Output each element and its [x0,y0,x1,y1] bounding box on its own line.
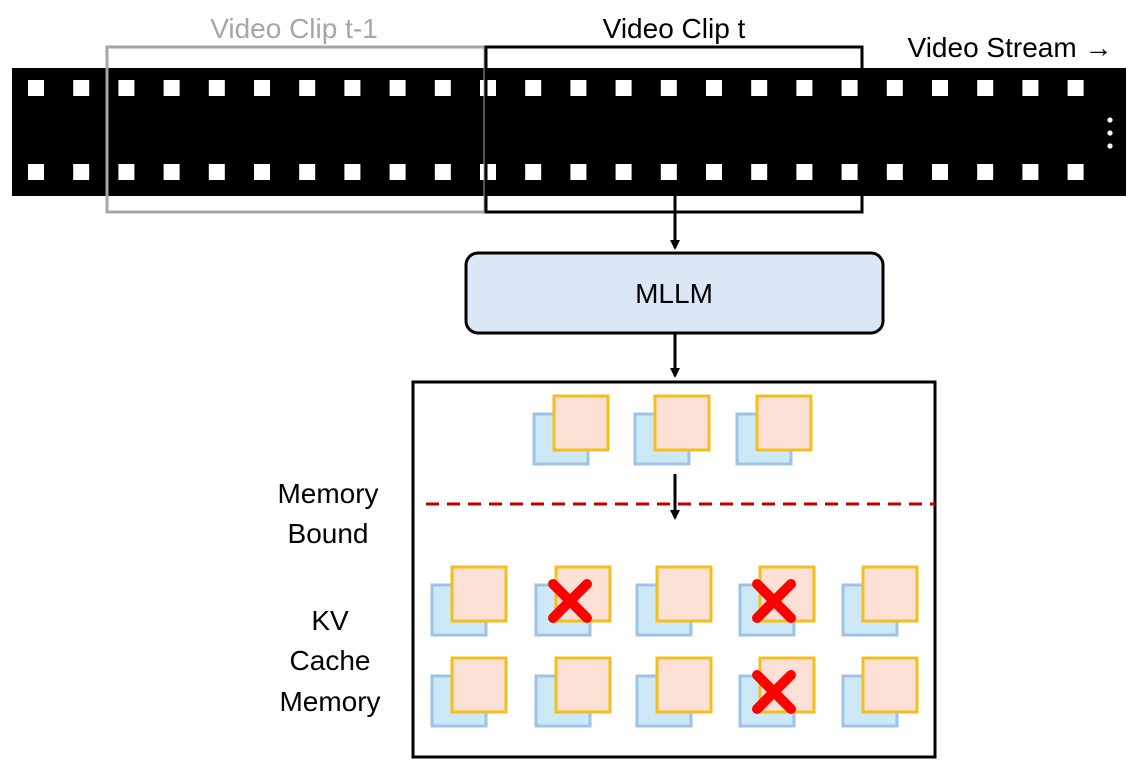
perforation-hole [570,80,587,96]
kv-token [430,656,508,728]
kv-token [430,565,508,637]
kv-token [534,656,612,728]
perforation-hole [977,80,994,96]
perforation-hole [570,164,587,180]
video-stream-label: Video Stream → [908,32,1113,63]
perforation-hole [118,164,135,180]
value-square [755,394,813,452]
mllm-label: MLLM [635,278,713,309]
kv-token [841,565,919,637]
perforation-hole [525,164,542,180]
eviction-x-icon [752,579,796,623]
kv-cache-memory-label-line2: Cache [290,645,371,676]
previous-clip-label: Video Clip t-1 [210,13,378,44]
eviction-x-icon [752,670,796,714]
perforation-hole [299,164,316,180]
value-square [655,565,713,623]
evicted-kv-token [738,656,816,728]
value-square [450,565,508,623]
value-square [655,656,713,714]
film-perforations-top [28,80,1084,96]
kv-token [735,394,813,466]
kv-token [633,394,711,466]
perforation-hole [615,80,632,96]
perforation-hole [118,80,135,96]
kv-cache-memory-box [411,380,937,759]
perforation-hole [706,164,722,180]
perforation-hole [706,80,722,96]
new-kv-tokens [532,394,813,466]
perforation-hole [28,164,44,180]
value-square [861,565,919,623]
perforation-hole [977,164,994,180]
perforation-hole [480,164,496,180]
perforation-hole [208,80,225,96]
eviction-x-icon [548,579,592,623]
current-clip-label: Video Clip t [603,13,746,44]
value-square [653,394,711,452]
perforation-hole [660,80,677,96]
perforation-hole [73,164,90,180]
perforation-hole [299,80,316,96]
evicted-kv-token [738,565,816,637]
value-square [552,394,610,452]
perforation-hole [28,80,44,96]
kv-token [635,656,713,728]
perforation-hole [660,164,677,180]
kv-token [532,394,610,466]
evicted-kv-token [534,565,612,637]
perforation-hole [254,164,270,180]
perforation-hole [796,80,813,96]
perforation-hole [434,80,451,96]
perforation-hole [841,164,858,180]
perforation-hole [344,80,361,96]
memory-bound-label-line1: Memory [277,478,378,509]
cached-kv-tokens [430,565,919,728]
value-square [861,656,919,714]
perforation-hole [344,164,361,180]
perforation-hole [254,80,270,96]
perforation-hole [751,80,768,96]
perforation-hole [1022,164,1039,180]
memory-bound-label-line2: Bound [288,518,369,549]
kv-token [635,565,713,637]
perforation-hole [886,80,903,96]
kv-token [841,656,919,728]
perforation-hole [163,164,180,180]
perforation-hole [886,164,903,180]
perforation-hole [208,164,225,180]
perforation-hole [163,80,180,96]
perforation-hole [73,80,90,96]
perforation-hole [932,80,948,96]
value-square [450,656,508,714]
perforation-hole [751,164,768,180]
value-square [554,656,612,714]
perforation-hole [1067,80,1084,96]
perforation-hole [389,164,406,180]
perforation-hole [1067,164,1084,180]
kv-cache-memory-label-line3: Memory [279,686,380,717]
perforation-hole [525,80,542,96]
perforation-hole [480,80,496,96]
perforation-hole [841,80,858,96]
continuation-dots [1107,117,1113,149]
perforation-hole [434,164,451,180]
kv-cache-memory-label-line1: KV [311,605,349,636]
perforation-hole [796,164,813,180]
perforation-hole [1022,80,1039,96]
perforation-hole [932,164,948,180]
perforation-hole [389,80,406,96]
perforation-hole [615,164,632,180]
